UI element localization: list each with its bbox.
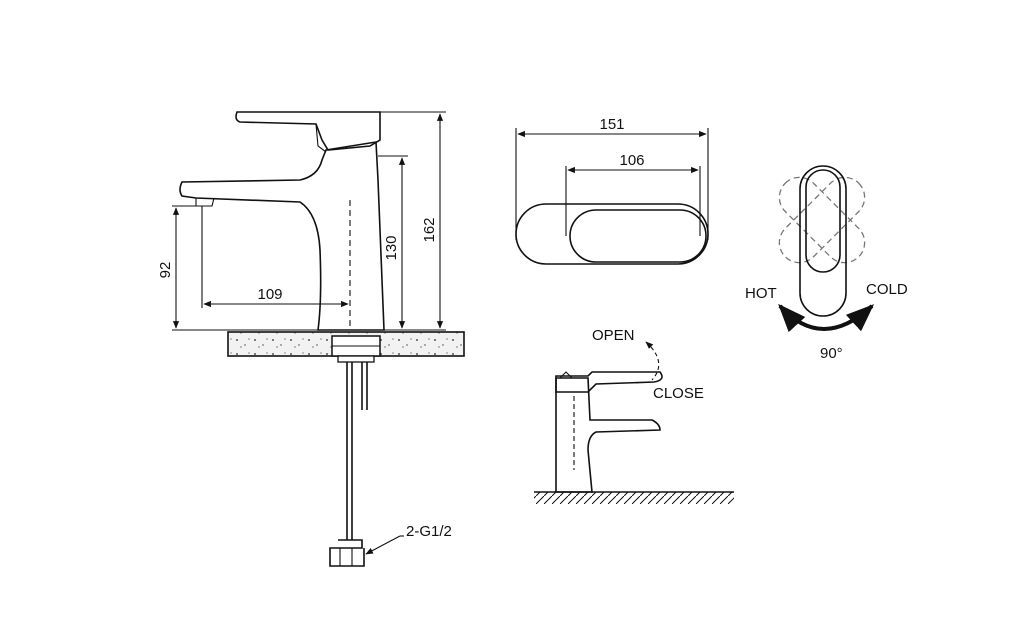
side-view: 162 130 92 109 2-G1/2 xyxy=(157,111,465,567)
dim-109-label: 109 xyxy=(257,286,282,303)
ghost-handle-right xyxy=(778,176,866,264)
ground xyxy=(534,492,734,504)
open-close-view: OPEN CLOSE xyxy=(534,327,734,504)
open-label: OPEN xyxy=(592,327,635,344)
close-label: CLOSE xyxy=(653,385,704,402)
small-faucet-body xyxy=(555,377,661,493)
hot-label: HOT xyxy=(745,285,777,302)
connection-callout: 2-G1/2 xyxy=(365,523,452,555)
ghost-handle-left xyxy=(778,176,866,264)
dim-106: 106 xyxy=(565,152,701,236)
angle-label: 90° xyxy=(820,345,843,362)
lever-handle xyxy=(235,111,381,151)
curved-arrow-icon xyxy=(778,303,875,333)
dim-130: 130 xyxy=(378,155,408,329)
dim-151-label: 151 xyxy=(599,116,624,133)
dim-92-label: 92 xyxy=(157,262,174,279)
dim-130-label: 130 xyxy=(383,235,400,260)
small-lever xyxy=(555,371,663,393)
open-close-arrow-icon xyxy=(645,341,660,381)
dim-151: 151 xyxy=(515,116,709,240)
rotation-view: HOT COLD 90° xyxy=(745,165,908,362)
dim-109: 109 xyxy=(201,206,349,308)
hose-nut xyxy=(329,539,365,567)
top-view: 151 106 xyxy=(515,116,709,265)
handle-top-view xyxy=(799,165,847,317)
dim-162: 162 xyxy=(380,111,446,331)
dim-92: 92 xyxy=(157,205,318,331)
top-view-handle xyxy=(569,209,707,263)
cold-label: COLD xyxy=(866,281,908,298)
top-view-body xyxy=(515,203,709,265)
connection-label: 2-G1/2 xyxy=(406,523,452,540)
dim-106-label: 106 xyxy=(619,152,644,169)
dim-162-label: 162 xyxy=(421,217,438,242)
